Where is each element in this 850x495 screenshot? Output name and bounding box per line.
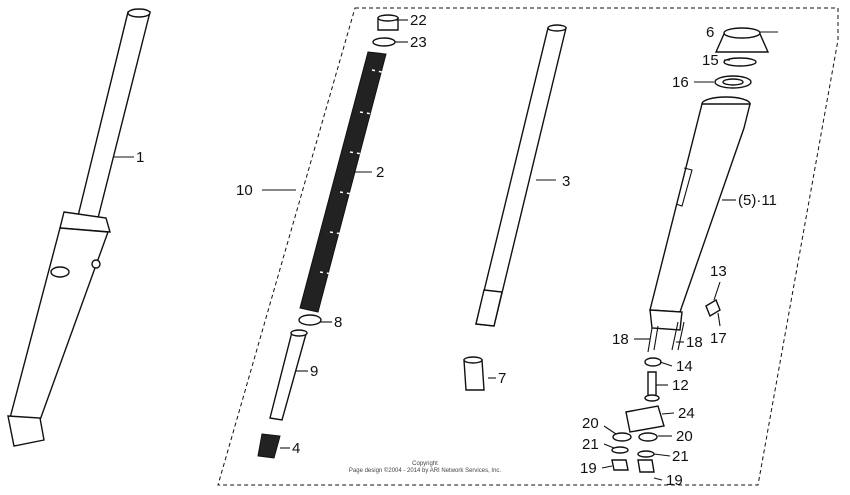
callout-9: 9	[310, 363, 318, 380]
callout-8: 8	[334, 314, 342, 331]
part-24-axle-holder	[625, 405, 665, 433]
callout-13: 13	[710, 263, 727, 280]
part-23-o-ring	[372, 37, 396, 47]
part-12-bolt	[644, 371, 660, 402]
callout-24: 24	[678, 405, 695, 422]
callout-6: 6	[706, 24, 714, 41]
callout-20-right: 20	[676, 428, 693, 445]
callout-17: 17	[710, 330, 727, 347]
callout-22: 22	[410, 12, 427, 29]
part-22-cap-bolt	[377, 14, 399, 31]
part-11-outer-slider	[649, 96, 751, 331]
callout-21-right: 21	[672, 448, 689, 465]
callout-18-right: 18	[686, 334, 703, 351]
part-14-washer	[644, 357, 662, 367]
callout-10: 10	[236, 182, 253, 199]
callout-5-11: (5)·11	[738, 192, 777, 209]
callout-7: 7	[498, 370, 506, 387]
part-1-fork-assembly	[7, 8, 151, 447]
copyright-line-2: Page design ©2004 - 2014 by ARI Network …	[349, 467, 502, 474]
part-7-oil-lock-piece	[463, 356, 485, 391]
callout-19-right: 19	[666, 472, 683, 489]
callout-2: 2	[376, 164, 384, 181]
callout-3: 3	[562, 173, 570, 190]
part-20-21-19-washers-nuts	[611, 432, 658, 473]
callout-12: 12	[672, 377, 689, 394]
callout-1: 1	[136, 149, 144, 166]
part-18-studs	[647, 321, 685, 353]
callout-19-left: 19	[580, 460, 597, 477]
callout-23: 23	[410, 34, 427, 51]
leader-lines	[114, 19, 778, 481]
callout-16: 16	[672, 74, 689, 91]
part-16-oil-seal	[714, 75, 752, 89]
callout-20-left: 20	[582, 415, 599, 432]
assembly-boundary	[217, 7, 839, 486]
callout-15: 15	[702, 52, 719, 69]
callout-14: 14	[676, 358, 693, 375]
copyright-line-1: Copyright	[412, 461, 438, 467]
callout-21-left: 21	[582, 436, 599, 453]
part-3-inner-tube	[475, 24, 567, 327]
part-4-rebound-spring	[257, 433, 281, 459]
part-2-spring	[299, 51, 387, 313]
part-13-drain-bolt	[705, 298, 721, 318]
part-8-washer	[298, 314, 322, 326]
part-15-snap-ring	[723, 57, 757, 67]
callout-18-left: 18	[612, 331, 629, 348]
callout-4: 4	[292, 440, 300, 457]
part-9-damper-rod	[269, 329, 308, 421]
part-6-dust-seal	[714, 27, 770, 53]
